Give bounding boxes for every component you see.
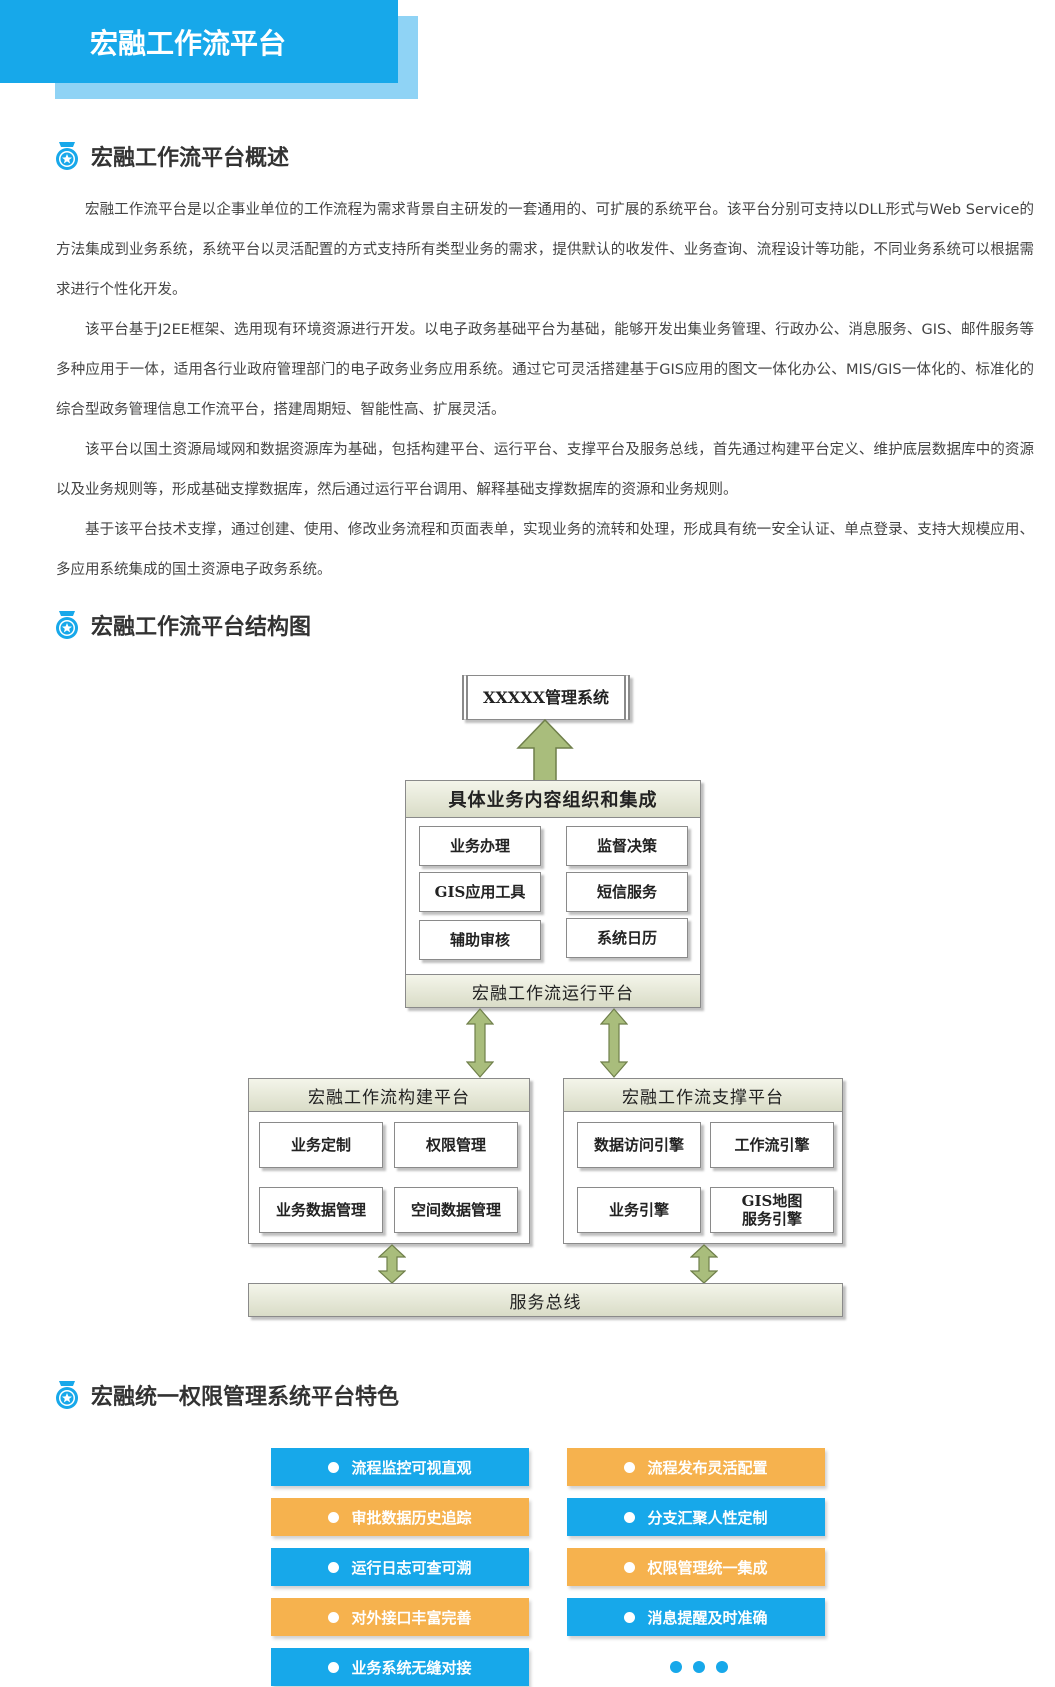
feature-pill: 流程发布灵活配置 [567,1448,825,1486]
gis-engine-line: GIS地图 [741,1192,803,1210]
runtime-platform-bar: 宏融工作流运行平台 [405,974,701,1008]
bullet-dot-icon [328,1461,340,1473]
bullet-dot-icon [624,1511,636,1523]
bullet-dot-icon [624,1611,636,1623]
paragraph: 宏融工作流平台是以企事业单位的工作流程为需求背景自主研发的一套通用的、可扩展的系… [56,202,1034,298]
build-item: 空间数据管理 [394,1187,518,1233]
bullet-dot-icon [328,1661,340,1673]
double-arrow-icon [690,1244,718,1284]
section-heading-structure: 宏融工作流平台结构图 [55,609,311,641]
more-dots-icon [693,1661,705,1673]
feature-pill: 运行日志可查可溯 [271,1548,529,1586]
structure-diagram: XXXXX管理系统 具体业务内容组织和集成 业务办理 监督决策 GIS应用工具 … [248,675,843,1317]
section-title: 宏融统一权限管理系统平台特色 [91,1385,400,1410]
page-title: 宏融工作流平台 [90,27,287,60]
double-arrow-icon [600,1008,628,1078]
support-item-gis-engine: GIS地图 服务引擎 [710,1187,834,1233]
feature-label: 运行日志可查可溯 [351,1558,472,1577]
feature-pill: 审批数据历史追踪 [271,1498,529,1536]
business-item: 辅助审核 [419,920,541,960]
double-arrow-icon [466,1008,494,1078]
business-item: 监督决策 [566,826,688,866]
medal-star-icon [55,1380,79,1410]
section-title: 宏融工作流平台结构图 [91,615,312,640]
top-system-box: XXXXX管理系统 [462,675,630,720]
feature-label: 流程发布灵活配置 [647,1458,768,1477]
business-item: 短信服务 [566,872,688,912]
bullet-dot-icon [624,1561,636,1573]
feature-label: 分支汇聚人性定制 [647,1508,768,1527]
feature-label: 消息提醒及时准确 [647,1608,768,1627]
gis-engine-line: 服务引擎 [741,1210,802,1228]
section-title: 宏融工作流平台概述 [91,146,290,171]
feature-pill: 分支汇聚人性定制 [567,1498,825,1536]
overview-text: 宏融工作流平台是以企事业单位的工作流程为需求背景自主研发的一套通用的、可扩展的系… [56,190,1034,590]
medal-star-icon [55,610,79,640]
feature-label: 权限管理统一集成 [647,1558,768,1577]
section-heading-features: 宏融统一权限管理系统平台特色 [55,1379,399,1411]
feature-pill: 流程监控可视直观 [271,1448,529,1486]
business-panel-title: 具体业务内容组织和集成 [405,780,701,818]
paragraph: 该平台以国土资源局域网和数据资源库为基础，包括构建平台、运行平台、支撑平台及服务… [56,442,1034,498]
bullet-dot-icon [624,1461,636,1473]
double-arrow-icon [378,1244,406,1284]
support-item: 工作流引擎 [710,1122,834,1168]
section-heading-overview: 宏融工作流平台概述 [55,140,289,172]
header-banner [0,0,398,83]
business-item: 系统日历 [566,918,688,958]
build-item: 业务数据管理 [259,1187,383,1233]
up-arrow-icon [516,718,574,783]
build-item: 业务定制 [259,1122,383,1168]
business-item: GIS应用工具 [419,872,541,912]
paragraph: 该平台基于J2EE框架、选用现有环境资源进行开发。以电子政务基础平台为基础，能够… [56,322,1034,418]
feature-label: 审批数据历史追踪 [351,1508,472,1527]
support-item: 数据访问引擎 [577,1122,701,1168]
service-bus-bar: 服务总线 [248,1283,843,1317]
feature-pill: 消息提醒及时准确 [567,1598,825,1636]
paragraph: 基于该平台技术支撑，通过创建、使用、修改业务流程和页面表单，实现业务的流转和处理… [56,522,1034,578]
bullet-dot-icon [328,1511,340,1523]
bullet-dot-icon [328,1611,340,1623]
more-dots-icon [670,1661,682,1673]
build-item: 权限管理 [394,1122,518,1168]
medal-star-icon [55,141,79,171]
more-dots-icon [716,1661,728,1673]
feature-label: 流程监控可视直观 [351,1458,472,1477]
feature-label: 对外接口丰富完善 [351,1608,472,1627]
build-platform-title: 宏融工作流构建平台 [248,1078,530,1112]
support-platform-title: 宏融工作流支撑平台 [563,1078,843,1112]
bullet-dot-icon [328,1561,340,1573]
business-item: 业务办理 [419,826,541,866]
support-item: 业务引擎 [577,1187,701,1233]
feature-pill: 对外接口丰富完善 [271,1598,529,1636]
feature-pill: 业务系统无缝对接 [271,1648,529,1686]
feature-pill: 权限管理统一集成 [567,1548,825,1586]
feature-label: 业务系统无缝对接 [351,1658,472,1677]
